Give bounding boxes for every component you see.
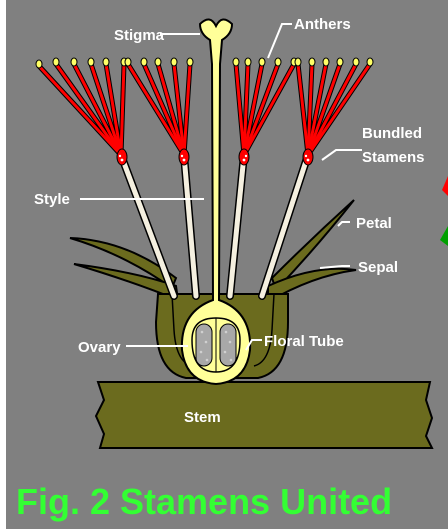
stamen-bundle-1 — [39, 64, 124, 155]
stamen-bundle-3 — [236, 64, 294, 155]
flower-diagram: Stigma Anthers Bundled Stamens Style Pet… — [6, 0, 448, 529]
label-floral-tube: Floral Tube — [264, 333, 344, 350]
label-anthers: Anthers — [294, 16, 351, 33]
green-triangle-icon — [440, 226, 448, 246]
stamen-bundles — [39, 64, 370, 165]
stamen-bundle-2 — [128, 64, 190, 155]
stem — [96, 382, 432, 448]
label-bundled: Bundled — [362, 125, 422, 142]
red-triangle-icon — [442, 176, 448, 196]
label-ovary: Ovary — [78, 339, 121, 356]
label-sepal: Sepal — [358, 259, 398, 276]
figure-caption: Fig. 2 Stamens United — [16, 481, 392, 522]
anthers — [36, 58, 373, 68]
label-stigma: Stigma — [114, 27, 165, 44]
label-stamens: Stamens — [362, 149, 425, 166]
label-style: Style — [34, 191, 70, 208]
label-petal: Petal — [356, 215, 392, 232]
label-stem: Stem — [184, 409, 221, 426]
stamen-bundle-4 — [298, 64, 370, 155]
